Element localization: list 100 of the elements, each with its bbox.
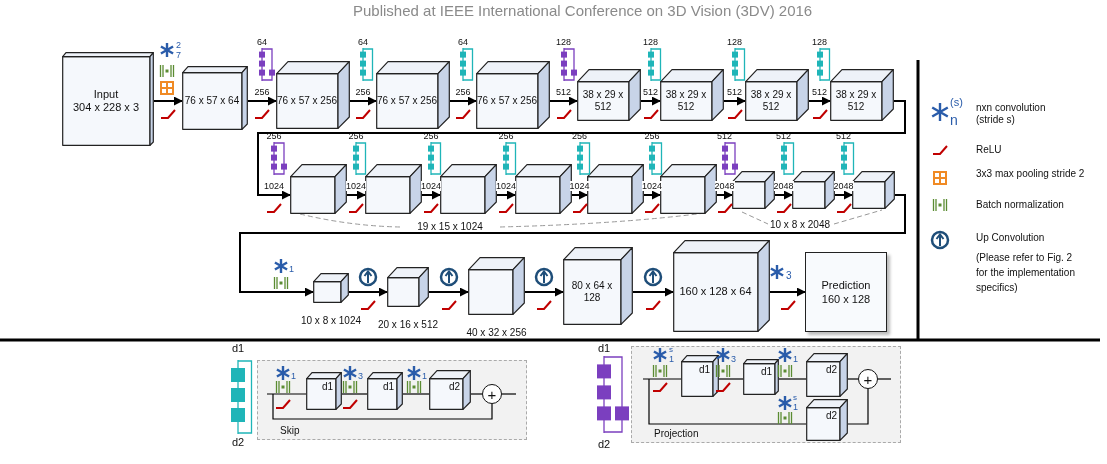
block-label: d2 xyxy=(231,436,245,448)
index-number: 2 xyxy=(176,40,181,51)
channel-count: 128 xyxy=(727,37,742,47)
node-text: Prediction xyxy=(821,277,871,292)
node-text: d2 xyxy=(825,364,837,376)
channel-count: 64 xyxy=(358,37,368,47)
legend-text: nxn convolution (stride s) xyxy=(976,102,1047,125)
arrow xyxy=(632,287,674,297)
node-text: 38 x 29 x 512 xyxy=(834,89,878,113)
connector-line xyxy=(718,378,744,380)
node-text: Skip xyxy=(280,424,300,436)
channel-count: 256 xyxy=(266,131,282,141)
arrow xyxy=(496,190,516,200)
edge-label: 256 xyxy=(455,87,471,97)
arrow xyxy=(348,287,388,297)
connector-line xyxy=(877,378,892,380)
arrow xyxy=(257,100,906,200)
node-text: 76 x 57 x 64 xyxy=(184,95,240,107)
arrow xyxy=(524,287,564,297)
index-number: 7 xyxy=(176,50,181,61)
node-text: Input xyxy=(93,87,119,101)
edge-label: 256 xyxy=(254,87,270,97)
edge-label: 1024 xyxy=(569,181,590,191)
arrow xyxy=(153,96,183,106)
legend-text: Up Convolution xyxy=(976,232,1046,244)
index-number: (s) xyxy=(950,96,963,109)
connector-line xyxy=(778,378,807,380)
arrow xyxy=(449,96,477,106)
node-text: d1 xyxy=(760,366,772,378)
edge-label: 2048 xyxy=(833,181,854,191)
node-text: d2 xyxy=(825,410,837,422)
index-number: 1 xyxy=(793,402,798,413)
size-label: 40 x 32 x 256 xyxy=(465,327,528,339)
node-text: 76 x 57 x 256 xyxy=(476,95,537,107)
edge-label: 1024 xyxy=(496,181,516,191)
size-label: 20 x 16 x 512 xyxy=(376,319,439,331)
arrow xyxy=(834,190,853,200)
edge-label: 256 xyxy=(355,87,371,97)
block-label: d1 xyxy=(231,342,245,354)
connector-line xyxy=(642,378,682,380)
edge-label: 1024 xyxy=(421,181,441,191)
connector-line xyxy=(847,378,859,380)
index-number: 3 xyxy=(786,270,792,282)
node-text: d1 xyxy=(321,381,333,393)
node-text: + xyxy=(487,386,497,402)
edge-label: 1024 xyxy=(264,181,284,191)
index-number: s xyxy=(793,393,797,403)
node-text: d2 xyxy=(448,381,460,393)
arrow xyxy=(723,96,746,106)
connector-line xyxy=(648,378,807,425)
legend-note: (Please refer to Fig. 2 for the implementation specifics) xyxy=(976,251,1076,295)
arrow xyxy=(571,190,588,200)
edge-label: 512 xyxy=(727,87,742,97)
node-text: 38 x 29 x 512 xyxy=(581,89,625,113)
panel xyxy=(257,360,527,440)
dimension-label: 10 x 8 x 2048 xyxy=(769,219,830,230)
node-text: 38 x 29 x 512 xyxy=(749,89,793,113)
node-text: 76 x 57 x 256 xyxy=(276,95,337,107)
node-text: 76 x 57 x 256 xyxy=(376,95,437,107)
edge-label: 512 xyxy=(556,87,571,97)
arrow xyxy=(349,96,377,106)
connector-line xyxy=(847,388,869,425)
arrow xyxy=(428,287,469,297)
edge-label: 2048 xyxy=(714,181,735,191)
connector-line xyxy=(266,393,307,395)
arrow xyxy=(716,190,733,200)
channel-count: 256 xyxy=(498,131,514,141)
channel-count: 64 xyxy=(458,37,468,47)
index-number: 1 xyxy=(669,354,674,365)
node-text: + xyxy=(863,371,873,387)
connector-line xyxy=(341,393,368,395)
header-text: Published at IEEE International Conference on 3D Vision (3DV) 2016 xyxy=(353,2,813,19)
arrow xyxy=(239,194,906,297)
channel-count: 128 xyxy=(556,37,571,47)
block-label: d2 xyxy=(597,438,611,450)
arrow xyxy=(640,96,661,106)
legend-text: ReLU xyxy=(976,144,1003,156)
block-label: d1 xyxy=(597,342,611,354)
index-number: 1 xyxy=(289,264,294,275)
arrow xyxy=(643,190,661,200)
channel-count: 256 xyxy=(644,131,660,141)
arrow xyxy=(421,190,441,200)
connector-line xyxy=(501,393,517,395)
index-number: 1 xyxy=(291,371,296,382)
node-text: 160 x 128 x 64 xyxy=(679,285,752,299)
channel-count: 256 xyxy=(572,131,587,141)
index-number: s xyxy=(669,345,673,355)
arrow xyxy=(247,96,277,106)
channel-count: 64 xyxy=(257,37,267,47)
channel-count: 128 xyxy=(812,37,827,47)
box xyxy=(805,252,887,332)
node-text: Projection xyxy=(654,427,699,439)
channel-count: 256 xyxy=(423,131,439,141)
edge-label: 1024 xyxy=(346,181,366,191)
node-text: d1 xyxy=(698,364,710,376)
arrow xyxy=(346,190,366,200)
sum-circle xyxy=(482,384,502,404)
node-text: 304 x 228 x 3 xyxy=(72,101,140,115)
legend-text: 3x3 max pooling stride 2 xyxy=(976,168,1086,180)
node-text: d1 xyxy=(382,381,394,393)
